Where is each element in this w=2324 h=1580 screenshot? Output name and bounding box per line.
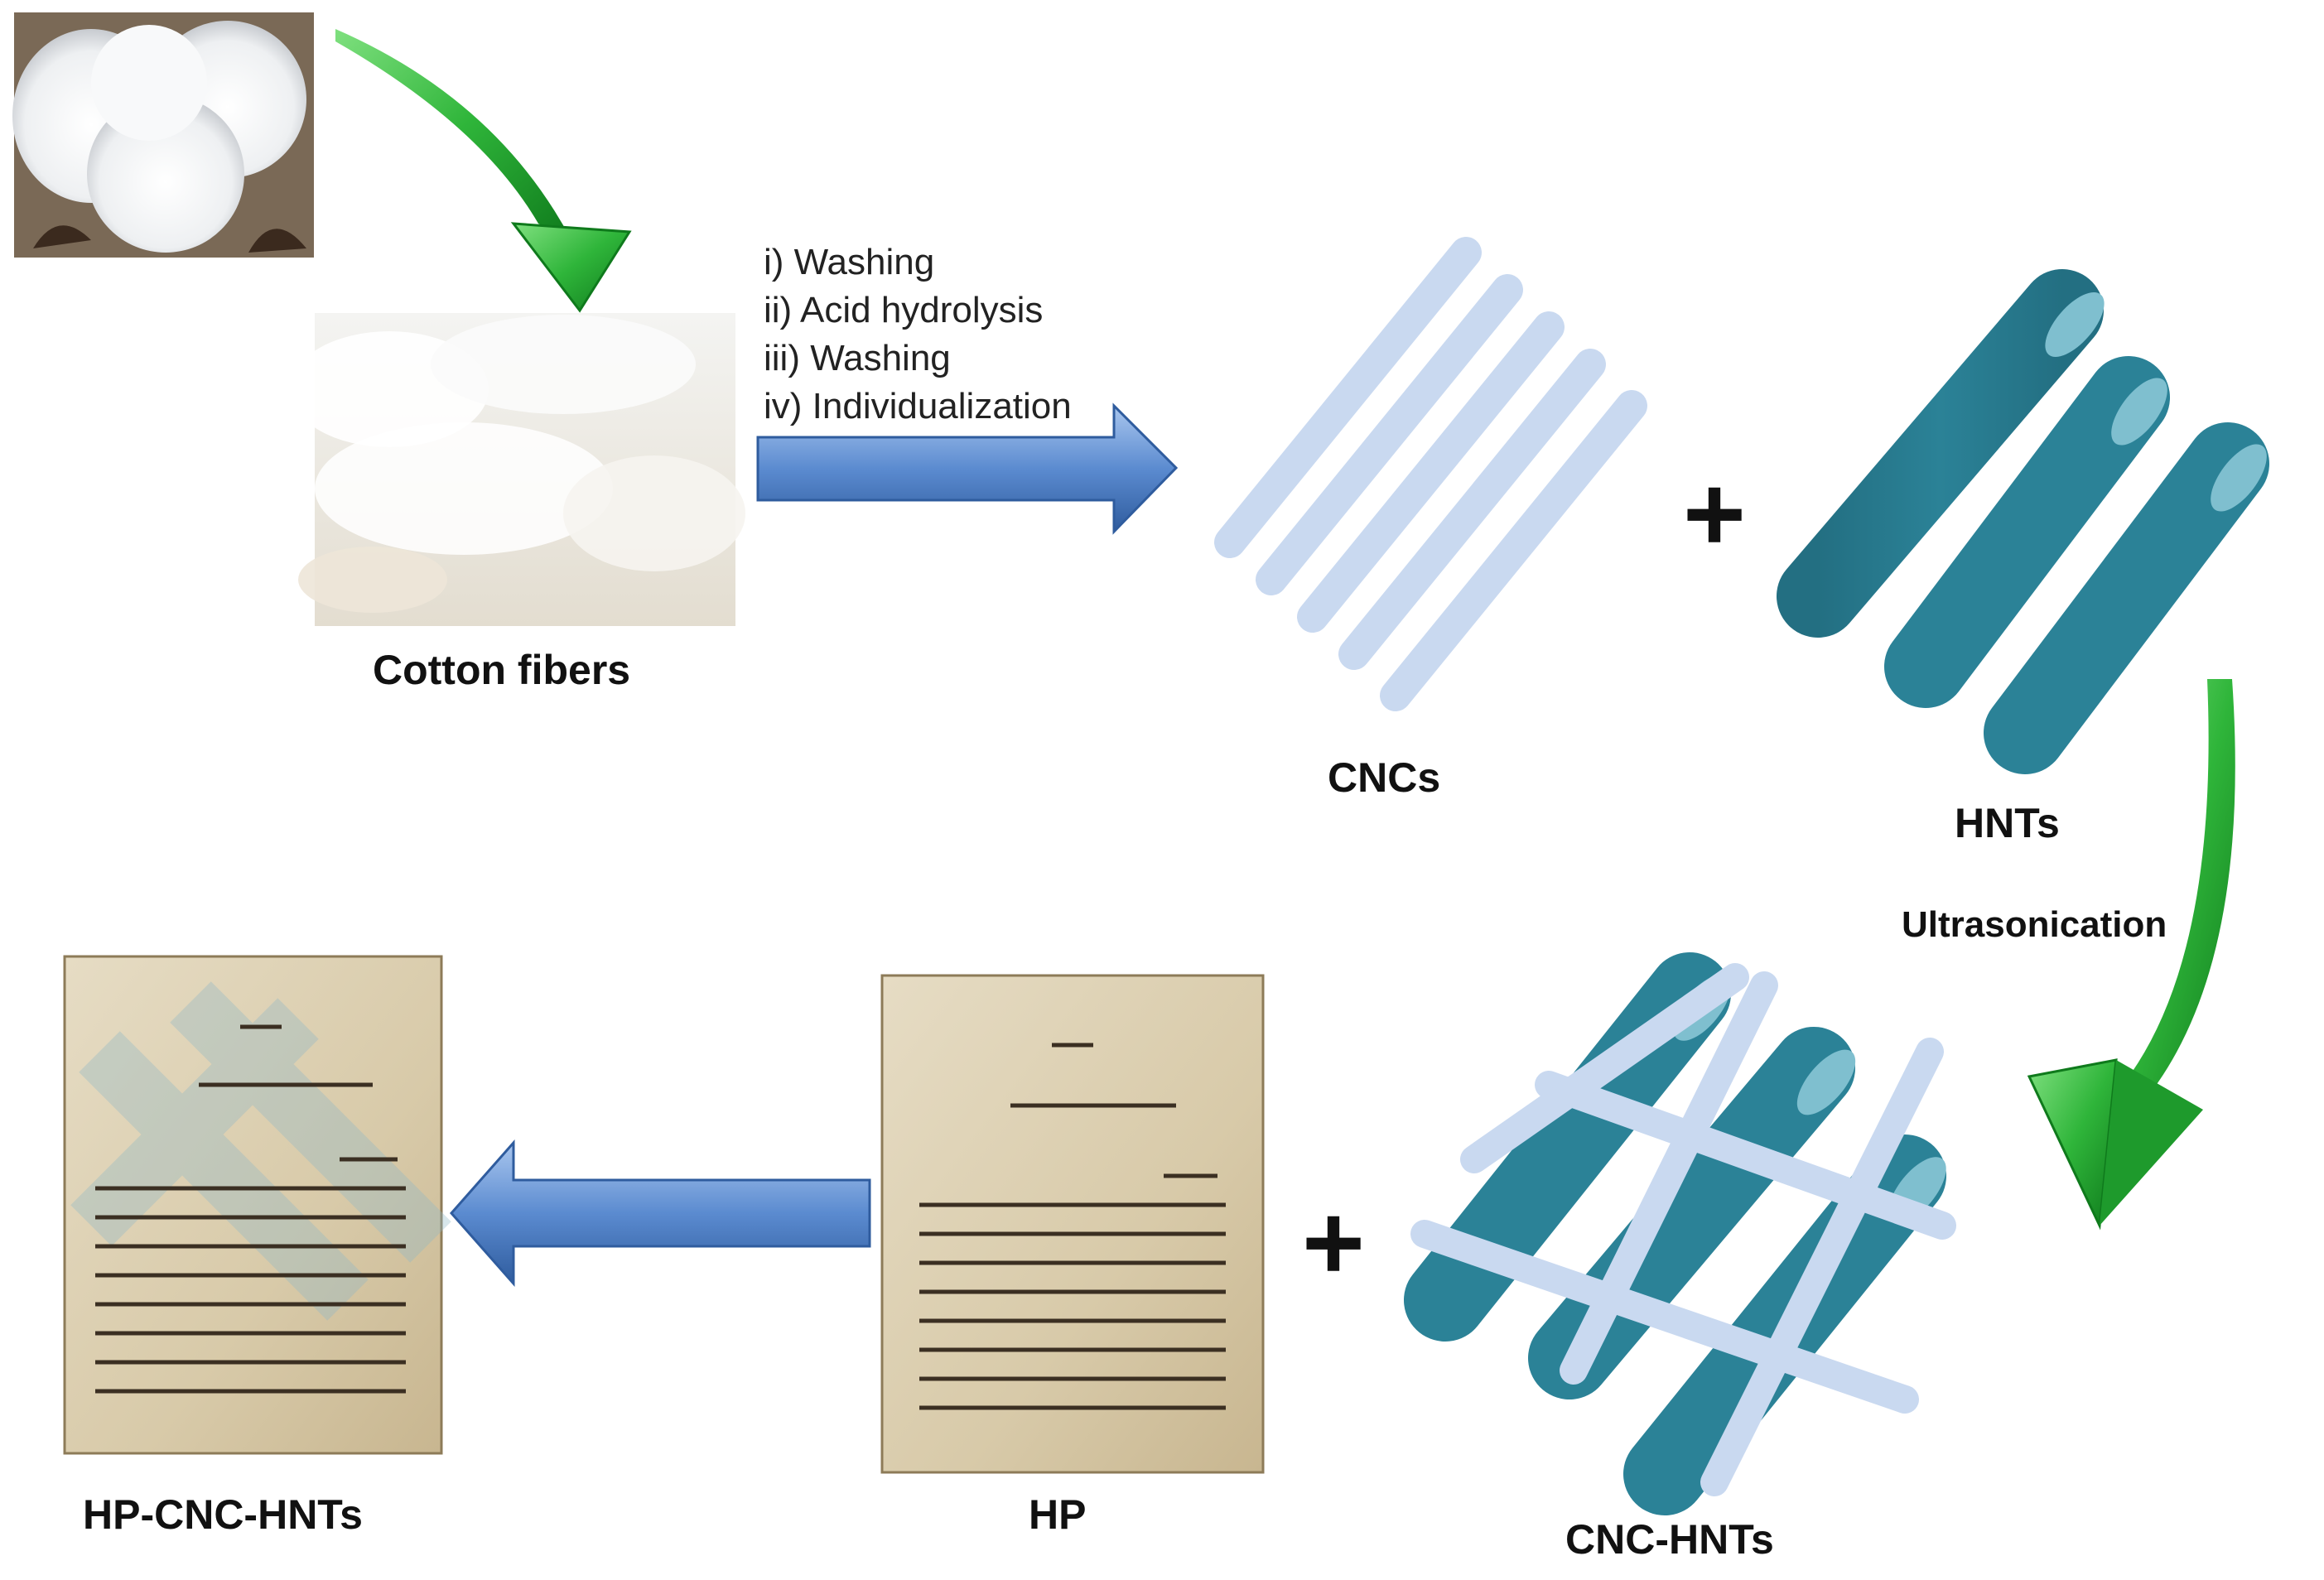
blue-arrow-fibers-to-cncs — [756, 402, 1179, 535]
hp-label: HP — [1029, 1491, 1087, 1538]
cnc-hnts-label: CNC-HNTs — [1565, 1516, 1774, 1563]
ultrasonication-label: Ultrasonication — [1902, 904, 2167, 945]
process-step: iii) Washing — [764, 338, 951, 378]
hp-cnc-hnts-paper-image — [63, 955, 451, 1455]
cotton-fibers-label: Cotton fibers — [373, 647, 631, 693]
cotton-boll-image — [12, 12, 314, 258]
hp-cnc-hnts-label: HP-CNC-HNTs — [83, 1491, 363, 1538]
plus-operator-1: + — [1683, 453, 1746, 574]
green-arrow-cotton-to-fibers — [335, 29, 632, 313]
process-step: iv) Individualization — [764, 386, 1072, 426]
plus-operator-2: + — [1302, 1182, 1365, 1303]
process-step: i) Washing — [764, 242, 935, 282]
cncs-rods — [1214, 237, 1647, 711]
cotton-fibers-image — [290, 313, 745, 626]
hnts-label: HNTs — [1955, 800, 2060, 846]
process-steps-list: i) Washing ii) Acid hydrolysis iii) Wash… — [764, 238, 1072, 431]
cnc-hnts-composite — [1404, 952, 1956, 1515]
green-arrow-hnts-to-composite — [2027, 679, 2235, 1231]
cncs-label: CNCs — [1328, 754, 1441, 801]
blue-arrow-hp-to-treated — [449, 1139, 871, 1287]
hp-paper-image — [880, 974, 1265, 1474]
process-step: ii) Acid hydrolysis — [764, 290, 1044, 330]
hnts-tubes — [1777, 269, 2269, 774]
